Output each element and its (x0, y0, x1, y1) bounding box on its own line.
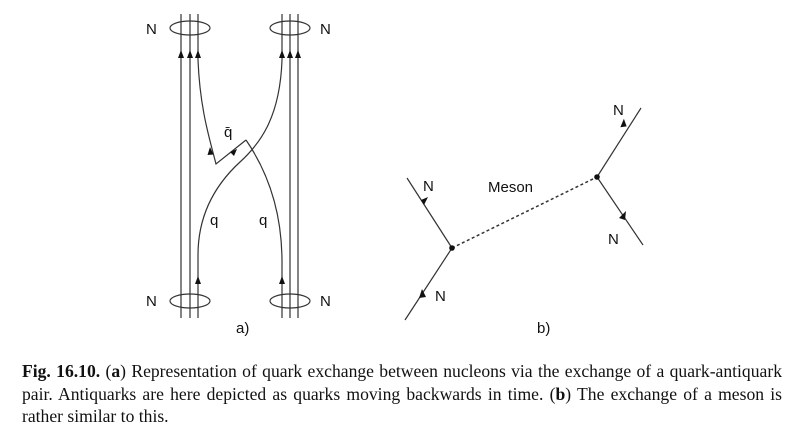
arrow-up-icon (279, 276, 285, 284)
label-meson: Meson (488, 179, 533, 196)
quark-line-right-rising (245, 139, 283, 318)
nucleon-ellipse-bottom-left (169, 293, 211, 309)
vertex-left (449, 245, 455, 251)
nucleon-ellipse-bottom-right (269, 293, 311, 309)
figure-caption: Fig. 16.10. (a) Representation of quark … (22, 360, 782, 428)
nucleon-ellipse-top-right (269, 20, 311, 36)
label-n-right-in: N (608, 231, 619, 248)
nucleon-ellipse-top-left (169, 20, 211, 36)
meson-exchange-line (451, 176, 598, 249)
arrow-up-icon (178, 50, 184, 58)
antiquark-line (197, 59, 247, 166)
arrow-icon (619, 211, 626, 220)
panel-a-arrows (178, 50, 301, 284)
panel-a (169, 14, 311, 318)
arrow-up-icon (287, 50, 293, 58)
antiquark-arrow-up-icon (207, 147, 214, 155)
nucleon-line-left-out (406, 177, 453, 249)
arrow-up-icon (295, 50, 301, 58)
arrow-icon (419, 289, 426, 298)
arrow-icon (421, 197, 428, 205)
antiquark-arrow-down-icon (230, 149, 237, 156)
panel-b (404, 107, 644, 321)
arrow-up-icon (187, 50, 193, 58)
label-n-right-out: N (613, 102, 624, 119)
quark-line-left-to-right (197, 59, 283, 318)
arrow-up-icon (195, 276, 201, 284)
label-n-top-left: N (146, 21, 157, 38)
nucleon-line-right-in (596, 176, 644, 246)
label-n-top-right: N (320, 21, 331, 38)
label-quark-left: q (210, 212, 218, 229)
caption-text-2: The exchange of a meson is rather simila… (22, 383, 783, 427)
caption-part-b-marker: (b) (549, 383, 572, 404)
panel-b-label: b) (537, 320, 550, 337)
label-quark-right: q (259, 212, 267, 229)
arrow-up-icon (279, 50, 285, 58)
label-n-bottom-right: N (320, 293, 331, 310)
figure-number: Fig. 16.10. (22, 361, 101, 381)
caption-part-a-marker: (a) (105, 361, 126, 381)
label-n-bottom-left: N (146, 293, 157, 310)
panel-a-label: a) (236, 320, 249, 337)
figure-diagram: N N N N q̄ q q a) Meson N N N N b) (146, 14, 644, 337)
label-n-left-in: N (435, 288, 446, 305)
arrow-icon (620, 118, 627, 128)
arrow-up-icon (195, 50, 201, 58)
vertex-right (594, 174, 600, 180)
label-n-left-out: N (423, 178, 434, 195)
nucleon-line-left-in (404, 247, 453, 321)
nucleon-line-right-out (596, 107, 642, 178)
caption-text-1: Representation of quark exchange between… (22, 361, 782, 404)
label-antiquark: q̄ (224, 124, 232, 141)
